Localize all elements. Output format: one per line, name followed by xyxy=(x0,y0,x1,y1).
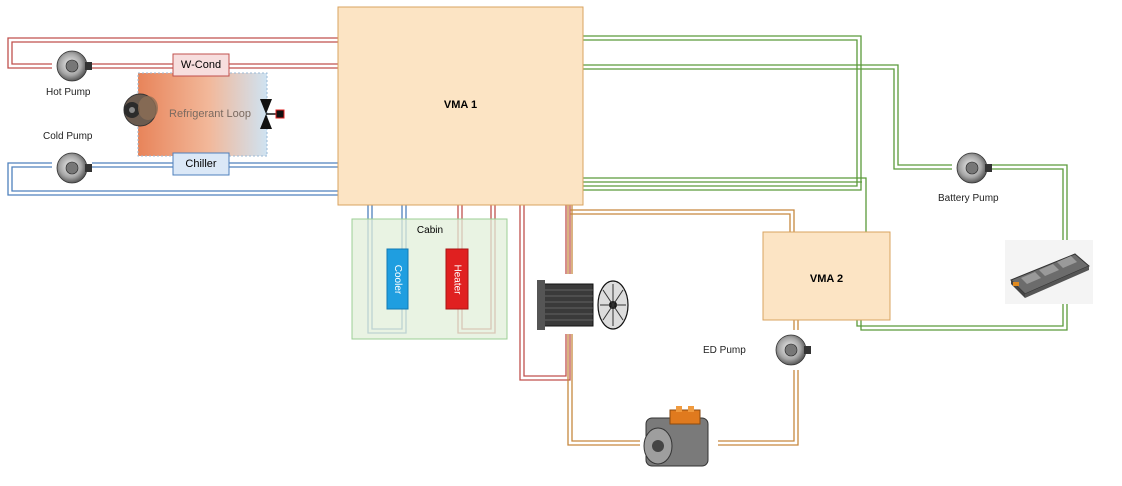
vma1-label: VMA 1 xyxy=(338,95,583,115)
battery-pump-icon xyxy=(952,148,992,188)
cooler-label-wrap: Cooler xyxy=(387,249,408,309)
cold-pump-icon xyxy=(52,148,92,188)
battery-pack-icon xyxy=(1005,240,1093,304)
battery-pump-label: Battery Pump xyxy=(938,193,999,204)
electric-drive-motor-icon xyxy=(640,402,718,480)
cold-pump-label: Cold Pump xyxy=(43,131,92,142)
hot-pump-label: Hot Pump xyxy=(46,87,90,98)
cooler-label: Cooler xyxy=(392,264,403,293)
vma2-label: VMA 2 xyxy=(763,269,890,289)
heater-label: Heater xyxy=(452,264,463,294)
w-cond-label: W-Cond xyxy=(173,54,229,76)
heater-label-wrap: Heater xyxy=(446,249,468,309)
ed-pump-label: ED Pump xyxy=(703,345,746,356)
radiator-fan-icon xyxy=(537,274,630,334)
ed-pump-icon xyxy=(771,330,811,370)
hot-pump-icon xyxy=(52,46,92,86)
cabin-label: Cabin xyxy=(400,222,460,238)
refrigerant-loop-label: Refrigerant Loop xyxy=(160,104,260,124)
chiller-label: Chiller xyxy=(173,153,229,175)
